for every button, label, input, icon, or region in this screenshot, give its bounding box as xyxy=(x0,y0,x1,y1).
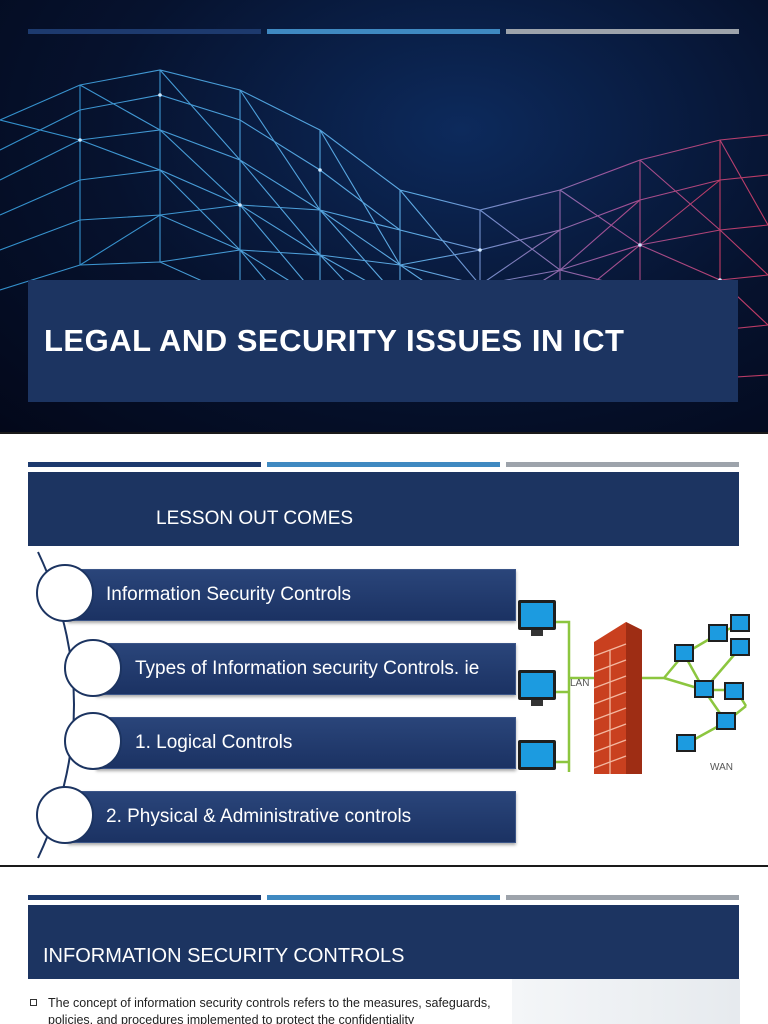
wan-computer-icon xyxy=(674,614,750,752)
outcome-bullet-circle xyxy=(36,786,94,844)
lesson-header: LESSON OUT COMES xyxy=(28,472,739,546)
slide-separator xyxy=(0,432,768,434)
outcome-item: 2. Physical & Administrative controls xyxy=(68,791,516,843)
outcome-bullet-circle xyxy=(36,564,94,622)
accent-bar-navy xyxy=(28,29,261,34)
firewall-network-illustration: LAN WAN xyxy=(518,600,750,774)
slide-title: LEGAL AND SECURITY ISSUES IN ICT xyxy=(44,323,625,358)
outcome-label: Types of Information security Controls. … xyxy=(135,658,480,679)
accent-bar-blue xyxy=(267,29,500,34)
decorative-image xyxy=(512,979,740,1024)
lan-label: LAN xyxy=(570,678,589,689)
outcome-label: Information Security Controls xyxy=(106,584,351,605)
accent-bar-blue xyxy=(267,462,500,467)
title-slide: LEGAL AND SECURITY ISSUES IN ICT xyxy=(0,0,768,432)
slide-separator xyxy=(0,865,768,867)
accent-bar-blue xyxy=(267,895,500,900)
accent-bar-gray xyxy=(506,895,739,900)
title-box: LEGAL AND SECURITY ISSUES IN ICT xyxy=(28,280,738,402)
outcome-bullet-circle xyxy=(64,712,122,770)
outcome-bullet-circle xyxy=(64,639,122,697)
outcome-label: 1. Logical Controls xyxy=(135,732,293,753)
outcome-item: Types of Information security Controls. … xyxy=(96,643,516,695)
lesson-outcomes-slide: LESSON OUT COMES Information Security Co… xyxy=(0,434,768,865)
outcome-item: 1. Logical Controls xyxy=(96,717,516,769)
wan-label: WAN xyxy=(710,762,733,773)
controls-header: INFORMATION SECURITY CONTROLS xyxy=(28,905,739,979)
accent-bar-navy xyxy=(28,462,261,467)
lesson-header-title: LESSON OUT COMES xyxy=(156,508,354,529)
controls-header-title: INFORMATION SECURITY CONTROLS xyxy=(43,945,405,967)
body-paragraph: The concept of information security cont… xyxy=(48,996,491,1024)
accent-bar-gray xyxy=(506,29,739,34)
firewall-icon xyxy=(593,622,642,774)
accent-bar-navy xyxy=(28,895,261,900)
outcome-label: 2. Physical & Administrative controls xyxy=(106,806,412,827)
accent-bar-gray xyxy=(506,462,739,467)
lan-computer-icon xyxy=(518,600,556,770)
security-controls-slide: INFORMATION SECURITY CONTROLS The concep… xyxy=(0,867,768,1024)
bullet-square-icon xyxy=(30,999,37,1006)
outcome-item: Information Security Controls xyxy=(68,569,516,621)
